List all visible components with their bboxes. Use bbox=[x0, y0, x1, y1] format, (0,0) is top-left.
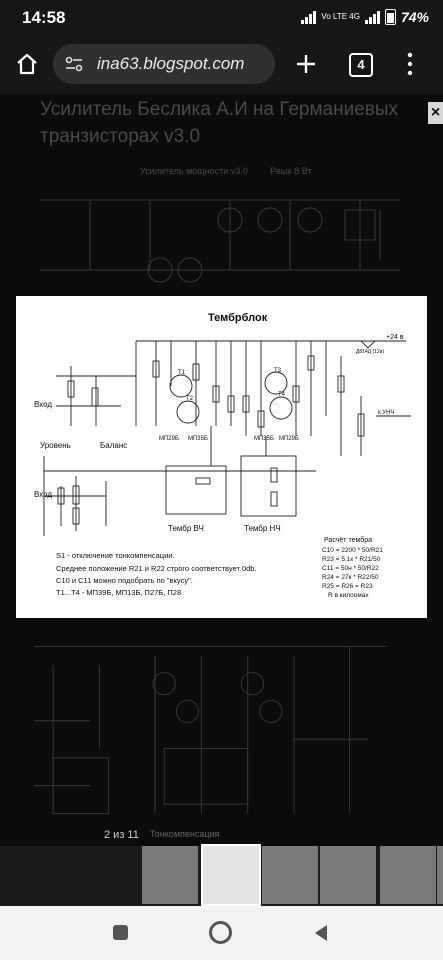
menu-icon[interactable] bbox=[406, 52, 414, 76]
note-2: Среднее положение R21 и R22 строго соотв… bbox=[56, 564, 257, 573]
part-label-4: МП29Б bbox=[279, 436, 299, 442]
page-subtitle-left: Усилитель мощности v3.0 bbox=[140, 166, 248, 176]
lightbox-image[interactable]: Тембрблок Вход Вход Уровень Баланс Тембр… bbox=[16, 296, 427, 618]
back-icon[interactable] bbox=[313, 923, 329, 943]
home-icon[interactable] bbox=[16, 53, 38, 75]
part-label-1: МП29Б bbox=[159, 436, 179, 442]
note-3: C10 и C11 можно подобрать по "вкусу". bbox=[56, 576, 193, 585]
note-4: T1...T4 - МП39Б, МП13Б, П27Б, П28 bbox=[56, 588, 181, 597]
new-tab-icon[interactable] bbox=[295, 53, 317, 75]
calc-line-2: R23 = 5.1к * R21/50 bbox=[322, 556, 381, 563]
clock: 14:58 bbox=[22, 8, 66, 27]
thumbnail-strip[interactable] bbox=[0, 844, 443, 906]
battery-icon bbox=[384, 9, 396, 25]
part-label-2: МП35Б bbox=[188, 436, 208, 442]
signal-icon-2 bbox=[364, 10, 380, 24]
level-label: Уровень bbox=[40, 441, 71, 450]
t2-label: T2 bbox=[186, 396, 194, 402]
to-amp-label: к УНЧ bbox=[378, 410, 394, 416]
browser-toolbar: ina63.blogspot.com 4 bbox=[0, 36, 443, 94]
status-bar: 14:58 Vo LTE 4G 74% bbox=[0, 0, 443, 36]
home-nav-icon[interactable] bbox=[209, 921, 232, 944]
url-text[interactable]: ina63.blogspot.com bbox=[97, 54, 245, 73]
signal-icon bbox=[301, 10, 317, 24]
image-caption: Тонкомпенсация bbox=[150, 829, 220, 839]
calc-line-1: C10 = 2200 * 50/R21 bbox=[322, 547, 383, 554]
battery-label: 74% bbox=[400, 9, 429, 25]
calc-line-5: R25 = R26 = R23 bbox=[322, 583, 373, 590]
calc-line-3: C11 = 50н * 50/R22 bbox=[322, 565, 379, 572]
status-icons: Vo LTE 4G 74% bbox=[301, 9, 429, 25]
thumbnail-3[interactable] bbox=[262, 846, 318, 904]
balance-label: Баланс bbox=[100, 441, 127, 450]
background-schematic-top bbox=[40, 199, 400, 283]
schematic-title: Тембрблок bbox=[208, 312, 268, 324]
input-label-2: Вход bbox=[34, 490, 52, 499]
tone-control-schematic: Тембрблок Вход Вход Уровень Баланс Тембр… bbox=[34, 312, 411, 599]
thumbnail-6[interactable] bbox=[437, 846, 443, 904]
part-label-3: МП35Б bbox=[254, 436, 274, 442]
recents-icon[interactable] bbox=[113, 925, 128, 940]
t4-label: T4 bbox=[278, 392, 286, 398]
calc-title: Расчёт тембра bbox=[324, 536, 372, 544]
bass-label: Тембр НЧ bbox=[244, 524, 281, 533]
thumbnail-1[interactable] bbox=[142, 846, 198, 904]
supply-label: +24 в bbox=[386, 334, 404, 341]
treble-label: Тембр ВЧ bbox=[168, 524, 204, 533]
system-nav-bar bbox=[0, 906, 443, 960]
diode-label: Д814Д (12в) bbox=[356, 349, 384, 355]
calc-line-4: R24 = 27к * R22/50 bbox=[322, 574, 379, 581]
t1-label: T1 bbox=[178, 370, 186, 376]
input-label-1: Вход bbox=[34, 400, 52, 409]
page-subtitle-right: Рвых 8 Вт bbox=[270, 166, 312, 176]
calc-line-6: R в килоомах bbox=[328, 592, 369, 599]
thumbnail-4[interactable] bbox=[320, 846, 376, 904]
thumbnail-5[interactable] bbox=[380, 846, 436, 904]
address-bar[interactable]: ina63.blogspot.com bbox=[53, 44, 275, 84]
thumbnail-2-selected[interactable] bbox=[201, 844, 261, 906]
network-label: Vo LTE 4G bbox=[321, 12, 360, 21]
background-schematic-bottom bbox=[34, 646, 387, 814]
close-button[interactable]: × bbox=[428, 102, 443, 124]
site-settings-icon[interactable] bbox=[65, 56, 83, 72]
image-counter: 2 из 11 bbox=[104, 829, 139, 841]
note-1: S1 - отключение тонкомпенсации. bbox=[56, 551, 175, 560]
page-title: Усилитель Беслика А.И на Германиевых тра… bbox=[40, 99, 399, 147]
tab-switcher-button[interactable]: 4 bbox=[349, 53, 373, 77]
t3-label: T3 bbox=[274, 368, 282, 374]
